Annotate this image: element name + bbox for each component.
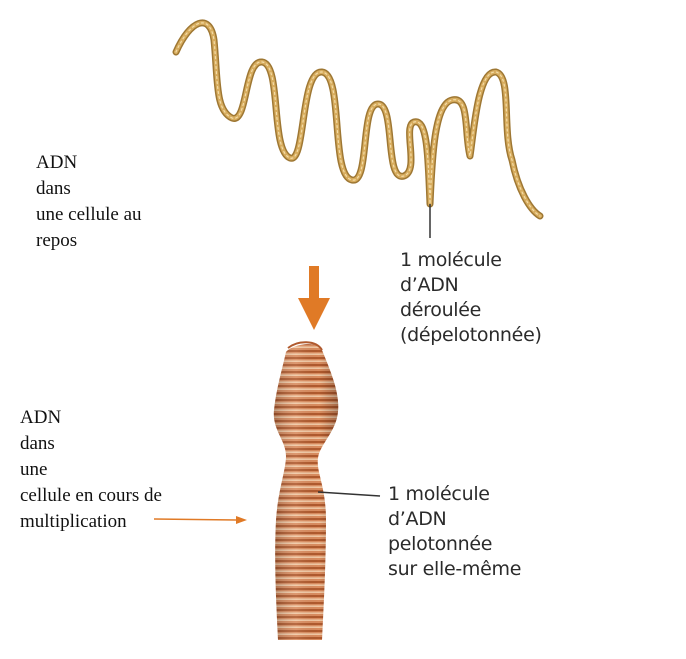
unwound-dna-strand <box>176 23 540 216</box>
coiled-label-line1: 1 molécule <box>388 482 521 507</box>
coiled-label-line3: pelotonnée <box>388 532 521 557</box>
resting-label-line1: ADN dans <box>36 150 196 202</box>
unwound-label-line2: d’ADN <box>400 273 542 298</box>
coiled-label-line4: sur elle-même <box>388 557 521 582</box>
dividing-label-word-une: une <box>20 457 236 483</box>
resting-label-line2: une cellule au <box>36 202 196 228</box>
dividing-label-line2: cellule en cours de <box>20 483 236 509</box>
resting-cell-label: ADN dans une cellule au repos <box>36 150 196 254</box>
coiled-pointer-line <box>318 492 380 496</box>
dividing-label-line1: ADN dans une <box>20 405 236 483</box>
resting-label-word-adn: ADN <box>36 150 196 176</box>
unwound-label-line3: déroulée <box>400 298 542 323</box>
resting-label-line3: repos <box>36 228 196 254</box>
arrow-down-icon <box>298 266 330 330</box>
unwound-molecule-label: 1 molécule d’ADN déroulée (dépelotonnée) <box>400 248 542 348</box>
dividing-label-word-adn: ADN <box>20 405 236 431</box>
coiled-molecule-label: 1 molécule d’ADN pelotonnée sur elle-mêm… <box>388 482 521 582</box>
dividing-label-word-dans: dans <box>20 431 236 457</box>
dividing-cell-label: ADN dans une cellule en cours de multipl… <box>20 405 236 535</box>
unwound-label-line4: (dépelotonnée) <box>400 323 542 348</box>
dividing-label-line3: multiplication <box>20 509 236 535</box>
coiled-chromosome <box>274 342 338 640</box>
resting-label-word-dans: dans <box>36 176 196 202</box>
unwound-label-line1: 1 molécule <box>400 248 542 273</box>
coiled-label-line2: d’ADN <box>388 507 521 532</box>
